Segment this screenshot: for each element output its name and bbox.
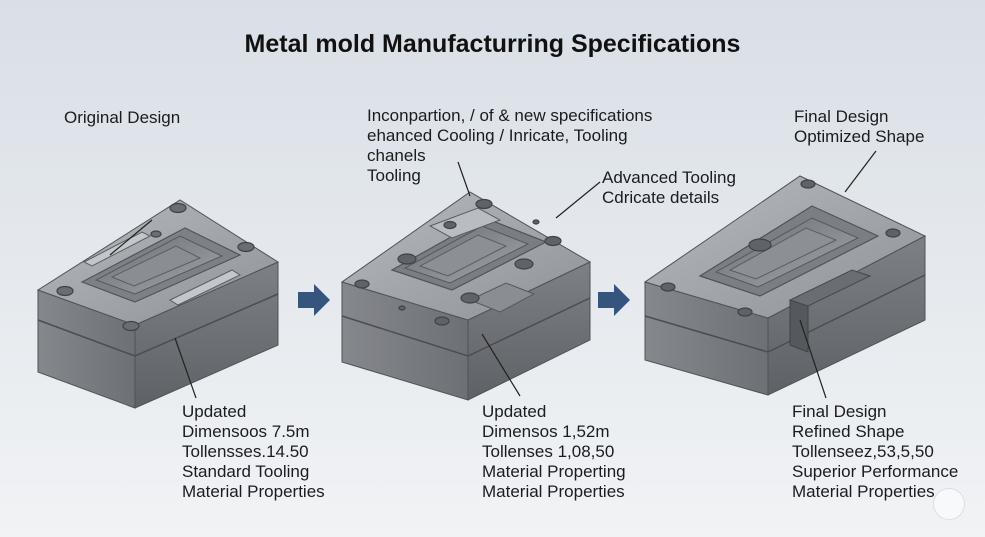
mold-enhanced (340, 161, 601, 401)
panel-2-callout: Advanced Tooling Cdricate details (602, 168, 736, 208)
panel-2-detail-line: Tollenses 1,08,50 (482, 442, 615, 461)
panel-1-detail-line: Standard Tooling (182, 462, 310, 481)
panel-2-heading-line: ehanced Cooling / Inricate, Tooling (367, 126, 628, 145)
panel-1-heading: Original Design (64, 108, 180, 128)
panel-2-detail-line: Material Properties (482, 482, 625, 501)
panel-1-detail-line: Tollensses.14.50 (182, 442, 309, 461)
panel-2-heading: Inconpartion, / of & new specifications … (367, 106, 652, 186)
panel-1-heading-line: Original Design (64, 108, 181, 127)
panel-2-callout-line: Cdricate details (602, 188, 720, 207)
right-arrow-icon (298, 284, 330, 316)
panel-3-heading-line: Final Design (794, 107, 889, 126)
panel-3-detail-line: Material Properties (792, 482, 935, 501)
watermark-badge (933, 488, 965, 520)
panel-2-heading-line: Tooling (367, 166, 421, 185)
panel-1-details: Updated Dimensoos 7.5m Tollensses.14.50 … (182, 402, 325, 502)
panel-3-heading: Final Design Optimized Shape (794, 107, 924, 147)
panel-3-detail-line: Refined Shape (792, 422, 905, 441)
panel-2-heading-line: Inconpartion, / of & new specifications (367, 106, 653, 125)
panel-3-details: Final Design Refined Shape Tollenseez,53… (792, 402, 958, 502)
panel-3-detail-line: Final Design (792, 402, 887, 421)
panel-1-detail-line: Material Properties (182, 482, 325, 501)
mold-original (36, 199, 280, 409)
panel-2-detail-line: Updated (482, 402, 547, 421)
panel-1-detail-line: Updated (182, 402, 247, 421)
panel-2-detail-line: Dimensos 1,52m (482, 422, 610, 441)
panel-3-heading-line: Optimized Shape (794, 127, 925, 146)
panel-3-detail-line: Superior Performance (792, 462, 959, 481)
panel-2-detail-line: Material Properting (482, 462, 626, 481)
panel-2-details: Updated Dimensos 1,52m Tollenses 1,08,50… (482, 402, 626, 502)
panel-2-callout-line: Advanced Tooling (602, 168, 736, 187)
panel-2-heading-line: chanels (367, 146, 426, 165)
page-title: Metal mold Manufacturring Specifications (244, 30, 741, 58)
panel-3-detail-line: Tollenseez,53,5,50 (792, 442, 934, 461)
mold-final (643, 150, 927, 399)
panel-1-detail-line: Dimensoos 7.5m (182, 422, 310, 441)
right-arrow-icon (598, 284, 630, 316)
